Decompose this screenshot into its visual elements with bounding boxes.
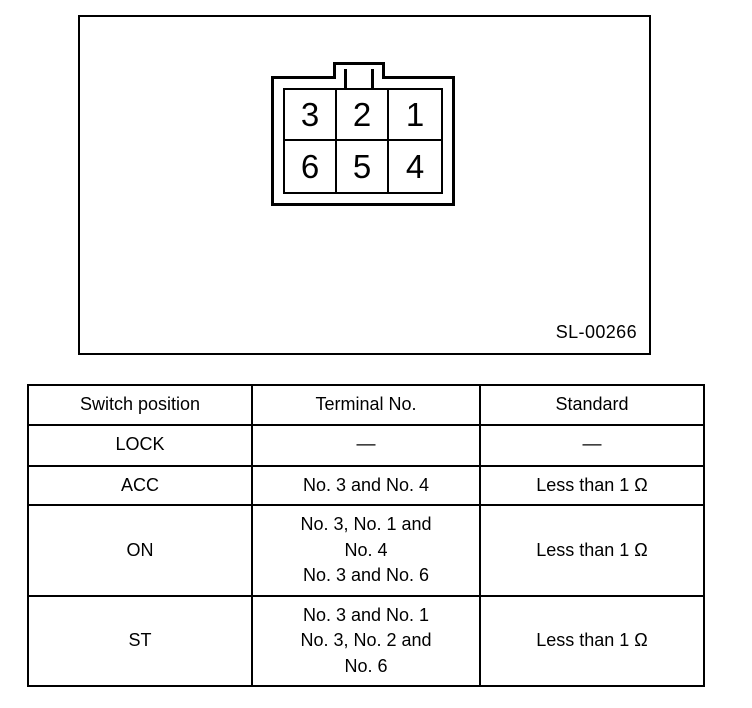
terminal-label-3: 3 <box>300 96 320 133</box>
standard-value-lock: — <box>479 423 705 467</box>
table-row: ACC No. 3 and No. 4 Less than 1 Ω <box>27 464 705 507</box>
table-row: LOCK — — <box>27 423 705 467</box>
terminal-grid: 3 2 1 6 5 4 <box>283 88 443 194</box>
terminal-cell-1: 1 <box>389 90 441 141</box>
terminal-label-1: 1 <box>405 96 425 133</box>
column-header-standard: Standard <box>479 384 705 426</box>
switch-position-st: ST <box>27 594 253 688</box>
terminal-value-st: No. 3 and No. 1 No. 3, No. 2 and No. 6 <box>251 594 481 688</box>
terminal-label-4: 4 <box>405 148 425 185</box>
figure-reference-code: SL-00266 <box>555 322 637 342</box>
column-header-terminal-no: Terminal No. <box>251 384 481 426</box>
standard-value-on: Less than 1 Ω <box>479 504 705 597</box>
switch-position-on: ON <box>27 504 253 597</box>
standard-value-st: Less than 1 Ω <box>479 594 705 688</box>
switch-position-acc: ACC <box>27 464 253 507</box>
terminal-cell-6: 6 <box>285 141 337 192</box>
switch-position-lock: LOCK <box>27 423 253 467</box>
terminal-cell-5: 5 <box>337 141 389 192</box>
terminal-label-5: 5 <box>352 148 372 185</box>
column-header-switch-position: Switch position <box>27 384 253 426</box>
table-row: ST No. 3 and No. 1 No. 3, No. 2 and No. … <box>27 594 705 688</box>
terminal-value-acc: No. 3 and No. 4 <box>251 464 481 507</box>
terminal-label-2: 2 <box>352 96 372 133</box>
terminal-value-on: No. 3, No. 1 and No. 4 No. 3 and No. 6 <box>251 504 481 597</box>
terminal-cell-3: 3 <box>285 90 337 141</box>
continuity-specification-table: Switch position Terminal No. Standard LO… <box>27 384 705 688</box>
terminal-label-6: 6 <box>300 148 320 185</box>
table-header-row: Switch position Terminal No. Standard <box>27 384 705 426</box>
connector-diagram: 3 2 1 6 5 4 <box>271 62 455 206</box>
terminal-value-lock: — <box>251 423 481 467</box>
terminal-cell-2: 2 <box>337 90 389 141</box>
table-row: ON No. 3, No. 1 and No. 4 No. 3 and No. … <box>27 504 705 597</box>
terminal-cell-4: 4 <box>389 141 441 192</box>
standard-value-acc: Less than 1 Ω <box>479 464 705 507</box>
connector-figure-panel: 3 2 1 6 5 4 SL-00266 <box>78 15 651 355</box>
